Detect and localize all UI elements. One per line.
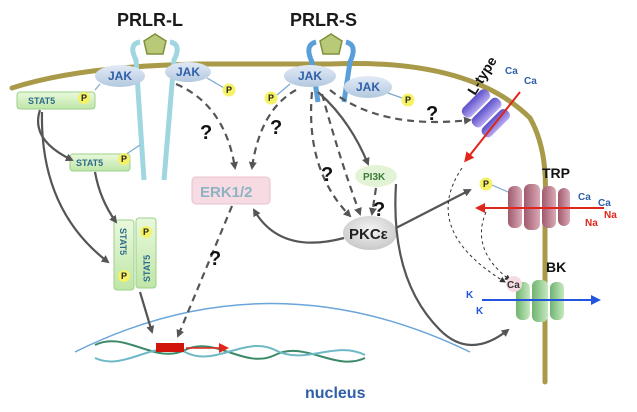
arrow-membrane-stat5-to-dimer bbox=[40, 111, 110, 264]
svg-text:P: P bbox=[268, 93, 274, 103]
trp-na-1: Na bbox=[604, 210, 617, 221]
question-mark-2: ? bbox=[270, 117, 282, 139]
dashed-erk-to-gene bbox=[176, 205, 234, 338]
pi3k-node: PI3K bbox=[355, 165, 397, 187]
nucleus-envelope bbox=[74, 302, 471, 353]
question-mark-6: ? bbox=[209, 248, 221, 270]
phospho-badge-trp: P bbox=[479, 177, 509, 193]
question-mark-1: ? bbox=[200, 122, 212, 144]
svg-text:STAT5: STAT5 bbox=[142, 255, 152, 282]
bk-k-1: K bbox=[466, 290, 474, 301]
arrow-jak-to-pi3k bbox=[317, 91, 370, 166]
dashed-jak-to-pkc-1 bbox=[310, 91, 352, 218]
question-mark-4: ? bbox=[373, 199, 385, 221]
phospho-badge-jak-l: P bbox=[206, 77, 236, 97]
erk-box: ERK1/2 bbox=[191, 176, 271, 205]
bk-ca-site: Ca bbox=[506, 276, 522, 292]
question-mark-3: ? bbox=[321, 164, 333, 186]
trp-ca-1: Ca bbox=[578, 192, 591, 203]
bk-k-2: K bbox=[476, 306, 484, 317]
jak-s-left: JAK bbox=[284, 65, 336, 87]
svg-text:JAK: JAK bbox=[298, 69, 322, 83]
svg-text:JAK: JAK bbox=[176, 65, 200, 79]
jak-s-right: JAK bbox=[344, 76, 392, 98]
svg-text:P: P bbox=[143, 227, 149, 237]
svg-text:PI3K: PI3K bbox=[363, 172, 386, 183]
stat5-cytoplasm: STAT5 P bbox=[69, 144, 141, 172]
gene-promoter bbox=[156, 343, 184, 352]
ca-to-bk-dashed-1 bbox=[447, 167, 506, 283]
svg-text:PKCε: PKCε bbox=[349, 226, 388, 243]
trp-label: TRP bbox=[542, 165, 570, 181]
svg-text:ERK1/2: ERK1/2 bbox=[200, 184, 253, 201]
svg-text:JAK: JAK bbox=[108, 69, 132, 83]
arrow-pi3k-to-bk bbox=[394, 183, 510, 347]
dashed-jak-to-pkc-2 bbox=[320, 93, 362, 216]
plasma-membrane bbox=[9, 60, 548, 385]
dashed-jak-to-ltype bbox=[329, 89, 472, 125]
ltype-ca-1: Ca bbox=[505, 66, 518, 77]
svg-text:P: P bbox=[405, 95, 411, 105]
svg-text:JAK: JAK bbox=[356, 80, 380, 94]
arrow-pkc-to-erk bbox=[252, 208, 345, 244]
stat5-membrane: STAT5 P bbox=[16, 83, 101, 110]
prlr-s-label: PRLR-S bbox=[290, 10, 357, 30]
arrow-stat5-to-dimer bbox=[93, 171, 118, 224]
svg-text:STAT5: STAT5 bbox=[28, 96, 55, 106]
jak-l-left: JAK bbox=[95, 65, 145, 87]
arrow-pkc-to-trp bbox=[395, 189, 472, 229]
arrow-dimer-to-gene bbox=[138, 291, 155, 334]
ltype-channel bbox=[461, 89, 510, 138]
bk-label: BK bbox=[546, 259, 566, 275]
nucleus-label: nucleus bbox=[305, 385, 366, 402]
prlr-l-label: PRLR-L bbox=[117, 10, 183, 30]
dashed-jak-l-to-erk bbox=[175, 82, 239, 170]
dashed-jak-s-to-erk bbox=[248, 89, 297, 170]
ltype-ca-2: Ca bbox=[524, 76, 537, 87]
prlr-s-receptor bbox=[306, 33, 356, 103]
prlr-l-receptor bbox=[130, 33, 180, 181]
stat5-dimer: STAT5 STAT5 P P bbox=[113, 217, 157, 291]
svg-text:STAT5: STAT5 bbox=[118, 228, 128, 255]
phospho-badge-jak-s2: P bbox=[387, 92, 415, 107]
ca-influx-ltype bbox=[464, 91, 521, 163]
dna-helix bbox=[94, 340, 366, 363]
svg-text:STAT5: STAT5 bbox=[76, 158, 103, 168]
svg-text:P: P bbox=[483, 179, 489, 189]
svg-text:P: P bbox=[226, 85, 232, 95]
svg-text:P: P bbox=[121, 154, 127, 164]
ca-to-bk-dashed-2 bbox=[480, 211, 511, 281]
phospho-badge-jak-s1: P bbox=[264, 83, 291, 105]
trp-ca-2: Ca bbox=[598, 198, 611, 209]
jak-l-right: JAK bbox=[165, 62, 211, 82]
pkc-node: PKCε bbox=[343, 216, 397, 250]
svg-text:P: P bbox=[121, 271, 127, 281]
svg-text:Ca: Ca bbox=[507, 280, 520, 291]
svg-text:P: P bbox=[81, 93, 87, 103]
question-mark-5: ? bbox=[426, 103, 438, 125]
dashed-pi3k-to-pkc bbox=[368, 187, 378, 216]
trp-na-2: Na bbox=[585, 218, 598, 229]
